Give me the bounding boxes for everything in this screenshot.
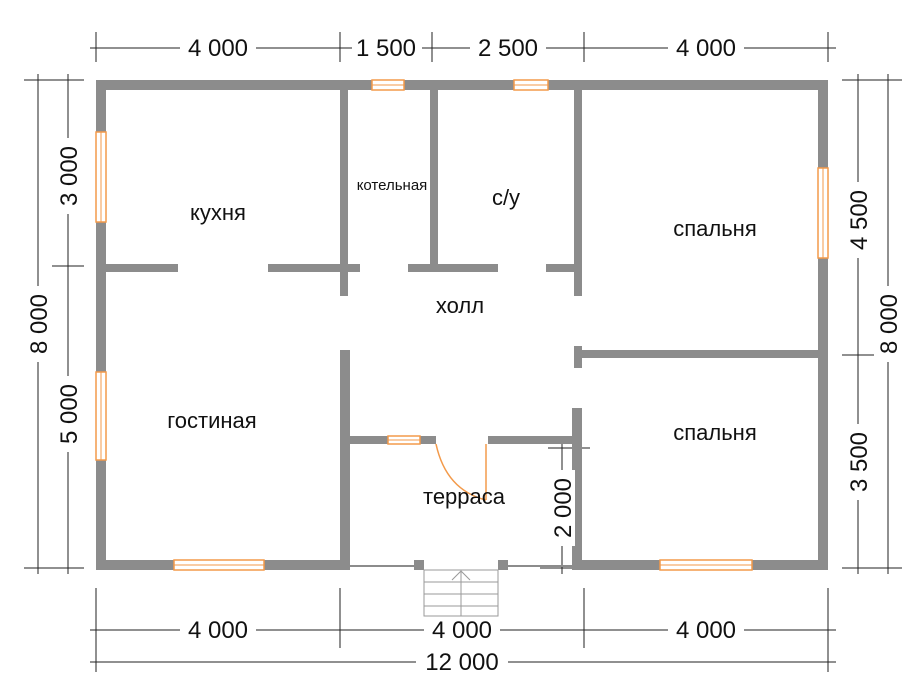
wall-bath-hall-b	[546, 264, 582, 272]
wall-bedrooms	[582, 350, 818, 358]
dim-bottom-1: 4 000	[188, 617, 248, 644]
dim-left-2: 5 000	[56, 384, 83, 444]
room-label-bedroom-top: спальня	[673, 216, 757, 241]
room-label-kitchen: кухня	[190, 200, 246, 225]
dim-top-2: 1 500	[356, 35, 416, 62]
wall-x576-bottom	[572, 408, 582, 570]
dimension-labels: 4 000 1 500 2 500 4 000 4 000 4 000 4 00…	[25, 35, 903, 676]
wall-kitchen-living-a	[106, 264, 178, 272]
dim-top-1: 4 000	[188, 35, 248, 62]
wall-x340-top	[340, 90, 348, 296]
dim-bottom-total: 12 000	[425, 649, 498, 676]
terrace-post-left	[414, 560, 424, 570]
room-label-boiler: котельная	[357, 177, 428, 194]
wall-bath-hall	[408, 264, 498, 272]
room-label-living: гостиная	[167, 408, 256, 433]
dim-left-1: 3 000	[56, 146, 83, 206]
wall-boiler-bath	[430, 90, 438, 272]
room-label-bedroom-bottom: спальня	[673, 420, 757, 445]
wall-top	[96, 80, 828, 90]
dim-top-3: 2 500	[478, 35, 538, 62]
room-labels: кухня котельная с/у спальня холл гостина…	[167, 177, 756, 509]
wall-terrace-top-right	[488, 436, 574, 444]
room-label-hall: холл	[436, 293, 484, 318]
dim-top-4: 4 000	[676, 35, 736, 62]
dim-right-2: 3 500	[846, 432, 873, 492]
wall-kitchen-living-b	[268, 264, 360, 272]
wall-x340-bottom	[340, 350, 350, 570]
dim-bottom-3: 4 000	[676, 617, 736, 644]
window-centerlines	[100, 84, 824, 566]
wall-x576-top	[574, 90, 582, 296]
wall-right	[818, 80, 828, 570]
dim-left-total: 8 000	[26, 294, 53, 354]
dim-terrace-depth: 2 000	[550, 478, 577, 538]
dim-right-total: 8 000	[876, 294, 903, 354]
wall-left	[96, 80, 106, 570]
dim-right-1: 4 500	[846, 190, 873, 250]
entrance-stairs	[423, 569, 499, 617]
terrace-post-right	[498, 560, 508, 570]
wall-x576-stub	[574, 346, 582, 368]
dim-bottom-2: 4 000	[432, 617, 492, 644]
entrance-door	[435, 443, 487, 501]
room-label-terrace: терраса	[423, 484, 506, 509]
room-label-bathroom: с/у	[492, 185, 520, 210]
